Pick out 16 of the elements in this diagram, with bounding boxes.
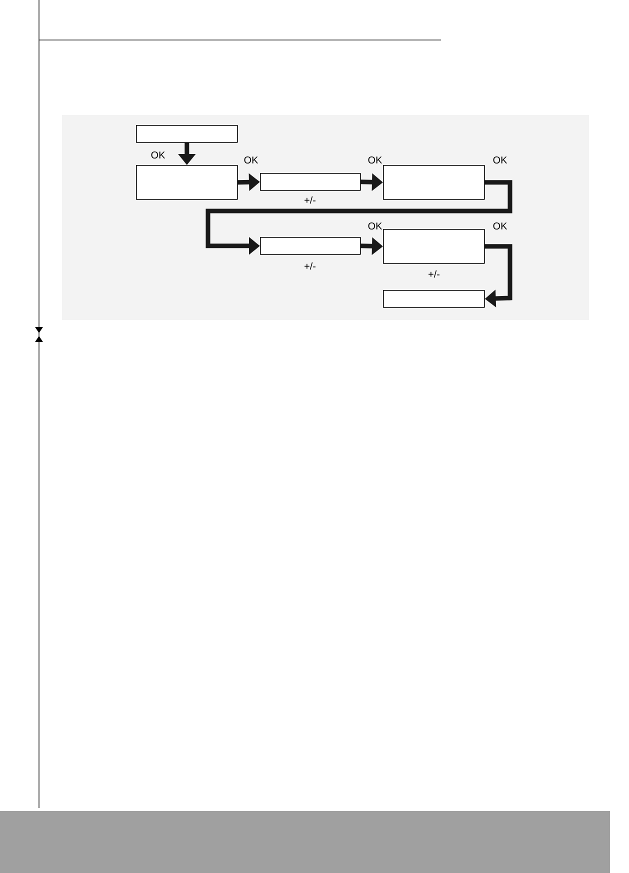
edge-label: OK (368, 156, 382, 164)
display-box (136, 125, 238, 143)
display-box (260, 173, 361, 191)
arrow (484, 244, 512, 308)
display-box (260, 237, 361, 255)
key-label: +/- (304, 196, 316, 204)
edge-label: OK (368, 222, 382, 230)
edge-label: OK (493, 222, 508, 230)
key-label: +/- (428, 270, 440, 278)
display-box (383, 229, 485, 264)
display-box (383, 165, 485, 200)
edge-label: OK (244, 156, 258, 164)
edge-label: OK (151, 151, 166, 159)
display-box (136, 165, 238, 200)
display-box (383, 290, 485, 308)
edge-label: OK (493, 156, 508, 164)
